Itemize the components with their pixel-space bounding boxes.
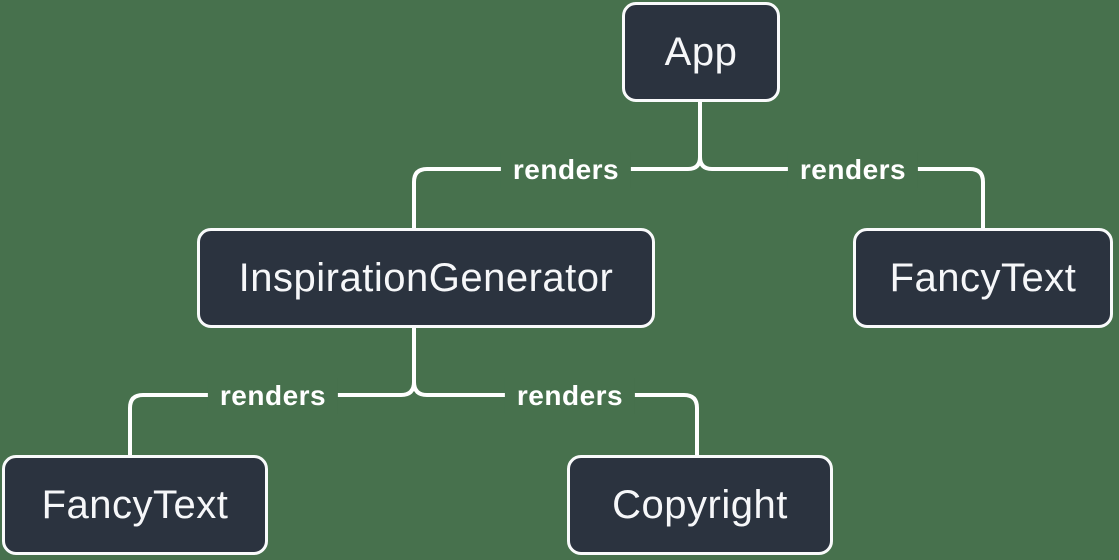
edge-label-renders-inspirationgenerator-fancytext: renders (207, 378, 339, 414)
node-copyright: Copyright (567, 455, 833, 555)
edge-label-renders-app-inspirationgenerator: renders (500, 152, 632, 188)
edge-label-renders-app-fancytext: renders (787, 152, 919, 188)
node-inspiration-generator: InspirationGenerator (197, 228, 655, 328)
node-app-label: App (664, 29, 738, 74)
node-fancytext-top-right-label: FancyText (889, 255, 1077, 300)
node-copyright-label: Copyright (612, 482, 788, 527)
node-fancytext-top-right: FancyText (853, 228, 1113, 328)
node-app: App (622, 2, 780, 102)
node-fancytext-bottom-left: FancyText (2, 455, 268, 555)
node-fancytext-bottom-left-label: FancyText (41, 482, 229, 527)
edge-label-renders-inspirationgenerator-copyright: renders (504, 378, 636, 414)
node-inspiration-generator-label: InspirationGenerator (238, 255, 614, 300)
